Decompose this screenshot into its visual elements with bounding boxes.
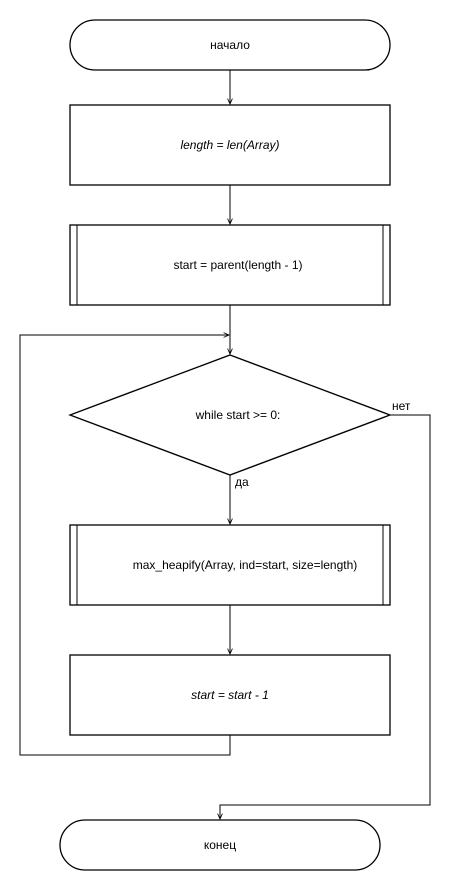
decrement-label: start = start - 1 [191, 688, 269, 702]
heapify-subprocess-box [69, 524, 391, 606]
start-label: начало [210, 38, 250, 52]
edge-loop-back [19, 335, 231, 756]
length-assign-label: length = len(Array) [180, 138, 279, 152]
decrement-process-box [69, 654, 391, 736]
loop-condition-label: while start >= 0: [195, 408, 281, 422]
heapify-call-label: max_heapify(Array, ind=start, size=lengt… [133, 558, 358, 572]
yes-label: да [235, 475, 249, 489]
length-process-box [69, 104, 391, 186]
no-label: нет [392, 399, 411, 413]
end-label: конец [204, 838, 236, 852]
start-assign-label: start = parent(length - 1) [173, 258, 302, 272]
end-terminator [59, 819, 381, 871]
edge-no [220, 414, 431, 819]
